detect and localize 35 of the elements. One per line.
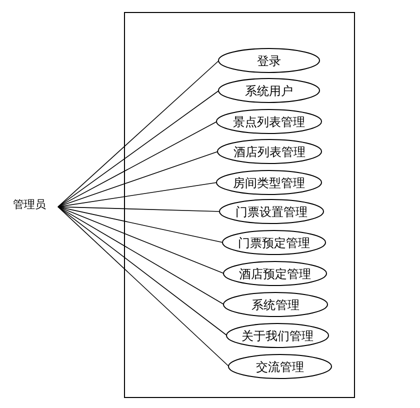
use-case-label: 房间类型管理 (233, 176, 305, 188)
association-line (58, 206, 228, 336)
use-case-label: 酒店列表管理 (234, 146, 306, 158)
use-case-ellipse (223, 261, 327, 286)
use-case-label: 登录 (257, 54, 281, 66)
association-line (58, 121, 218, 208)
association-line (58, 90, 220, 208)
use-case-ellipse (216, 109, 322, 134)
use-case-ellipse (219, 199, 324, 224)
use-case-ellipse (216, 170, 322, 195)
use-case-ellipse (223, 292, 328, 317)
system-boundary (124, 12, 355, 398)
association-line (58, 206, 224, 243)
use-case-ellipse (228, 354, 332, 379)
association-line (58, 206, 220, 212)
use-case-label: 景点列表管理 (233, 116, 305, 128)
association-line (58, 151, 218, 208)
association-line (58, 206, 224, 274)
use-case-ellipse (218, 78, 320, 103)
association-line (58, 206, 230, 367)
use-case-label: 门票设置管理 (236, 206, 308, 218)
use-case-label: 关于我们管理 (242, 330, 314, 342)
use-case-label: 交流管理 (256, 360, 304, 372)
association-line (58, 182, 218, 208)
use-case-label: 酒店预定管理 (239, 268, 311, 280)
use-case-label: 系统用户 (245, 84, 293, 96)
use-case-label: 门票预定管理 (238, 236, 310, 248)
use-case-ellipse (218, 48, 320, 73)
actor-label: 管理员 (13, 196, 58, 214)
use-case-ellipse (222, 230, 326, 255)
association-line (58, 206, 224, 305)
use-case-ellipse (217, 139, 322, 164)
use-case-label: 系统管理 (252, 298, 300, 310)
association-line (58, 60, 220, 208)
use-case-ellipse (226, 323, 329, 348)
